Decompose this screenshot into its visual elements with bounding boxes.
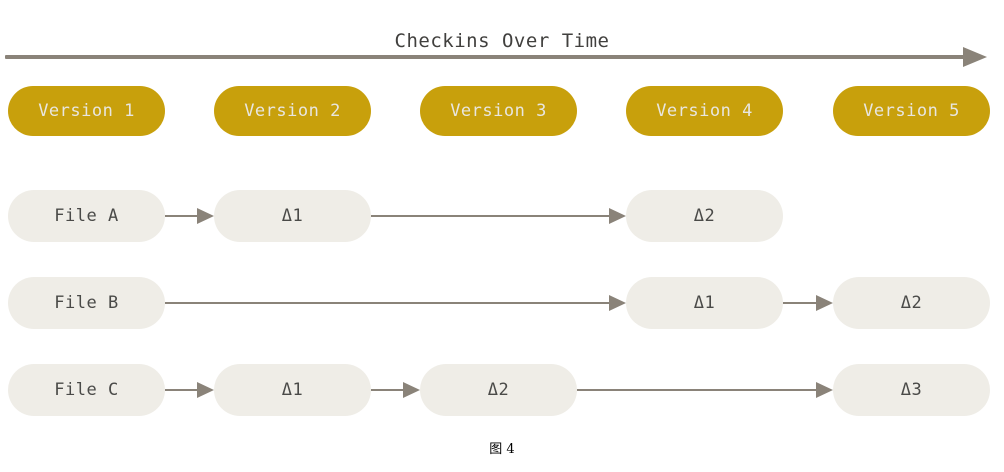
- node-c-delta-2[interactable]: Δ2: [420, 364, 577, 416]
- node-label: Δ1: [693, 293, 716, 313]
- version-badge-label: Version 2: [244, 101, 341, 121]
- connector-c2-arrow-icon: [403, 382, 420, 398]
- connector-c2: [371, 389, 407, 391]
- version-badge-5[interactable]: Version 5: [833, 86, 990, 136]
- figure-caption: 图 4: [489, 442, 515, 457]
- node-c-delta-1[interactable]: Δ1: [214, 364, 371, 416]
- node-label: Δ1: [281, 380, 304, 400]
- node-file-a[interactable]: File A: [8, 190, 165, 242]
- connector-c1-arrow-icon: [197, 382, 214, 398]
- node-label: File B: [54, 293, 119, 313]
- version-badge-3[interactable]: Version 3: [420, 86, 577, 136]
- connector-a2-arrow-icon: [609, 208, 626, 224]
- node-label: Δ3: [900, 380, 923, 400]
- version-badge-2[interactable]: Version 2: [214, 86, 371, 136]
- node-a-delta-2[interactable]: Δ2: [626, 190, 783, 242]
- timeline-arrow-icon: [963, 47, 987, 67]
- axis-title: Checkins Over Time: [394, 30, 610, 52]
- connector-a2: [371, 215, 613, 217]
- version-badge-1[interactable]: Version 1: [8, 86, 165, 136]
- node-label: Δ2: [487, 380, 510, 400]
- node-file-c[interactable]: File C: [8, 364, 165, 416]
- version-badge-4[interactable]: Version 4: [626, 86, 783, 136]
- node-label: Δ2: [900, 293, 923, 313]
- timeline-axis-line: [5, 55, 967, 59]
- connector-b2-arrow-icon: [816, 295, 833, 311]
- connector-c3: [577, 389, 816, 391]
- connector-c1: [165, 389, 201, 391]
- node-label: Δ2: [693, 206, 716, 226]
- version-badge-label: Version 3: [450, 101, 547, 121]
- node-label: Δ1: [281, 206, 304, 226]
- node-b-delta-1[interactable]: Δ1: [626, 277, 783, 329]
- node-c-delta-3[interactable]: Δ3: [833, 364, 990, 416]
- node-label: File A: [54, 206, 119, 226]
- version-badge-label: Version 1: [38, 101, 135, 121]
- node-b-delta-2[interactable]: Δ2: [833, 277, 990, 329]
- connector-b1: [165, 302, 613, 304]
- node-label: File C: [54, 380, 119, 400]
- connector-b1-arrow-icon: [609, 295, 626, 311]
- connector-c3-arrow-icon: [816, 382, 833, 398]
- connector-a1: [165, 215, 201, 217]
- connector-a1-arrow-icon: [197, 208, 214, 224]
- version-badge-label: Version 5: [863, 101, 960, 121]
- connector-b2: [783, 302, 816, 304]
- version-badge-label: Version 4: [656, 101, 753, 121]
- node-file-b[interactable]: File B: [8, 277, 165, 329]
- node-a-delta-1[interactable]: Δ1: [214, 190, 371, 242]
